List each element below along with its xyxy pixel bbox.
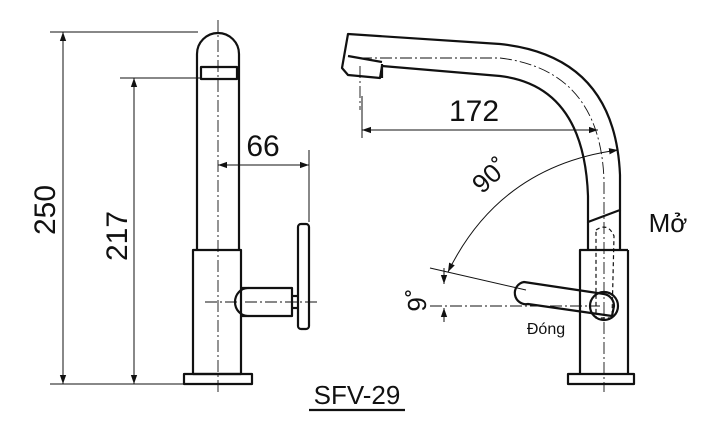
side-body: [191, 248, 243, 376]
dimension-lever-tilt: 9˚: [402, 288, 432, 311]
front-view: 172 90˚ 9˚ Mở Đóng: [340, 32, 688, 392]
label-open: Mở: [649, 208, 688, 238]
dimension-total-height: 250: [29, 185, 62, 235]
dimension-lever-rotation: 90˚: [466, 152, 514, 199]
side-handle-hub: [233, 286, 250, 318]
front-base: [566, 372, 636, 386]
model-code: SFV-29: [314, 380, 401, 410]
side-lever-plate: [296, 222, 311, 331]
side-base: [182, 372, 254, 386]
side-aerator: [199, 65, 239, 81]
dimension-spout-height: 217: [101, 211, 134, 261]
side-view: 250 217 66: [29, 20, 318, 392]
front-lever-closed: [513, 280, 616, 318]
dimension-handle-reach: 66: [246, 130, 279, 163]
label-closed: Đóng: [527, 321, 565, 338]
dimension-spout-reach: 172: [449, 95, 499, 128]
front-lever-open: [595, 226, 615, 319]
side-spout-column: [195, 31, 241, 250]
